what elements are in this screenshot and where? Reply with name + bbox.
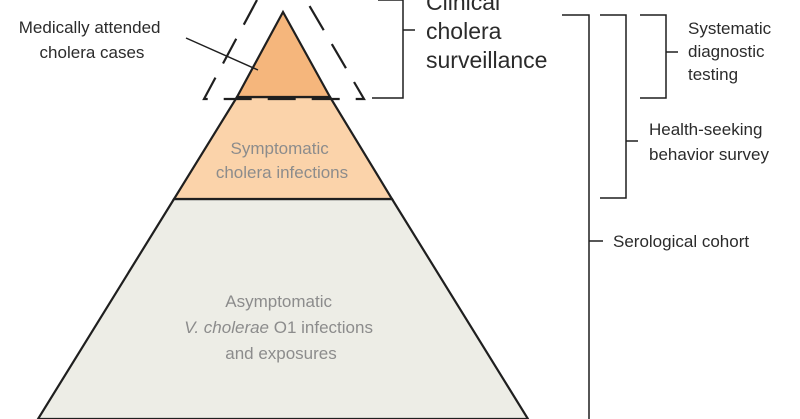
middle-tier-label: Symptomatic cholera infections <box>216 139 348 182</box>
sys-l2-line: diagnostic <box>688 42 765 61</box>
pyramid-top-tier <box>235 9 332 99</box>
base-line1: Asymptomatic <box>225 292 332 311</box>
health-seeking-label: Health-seeking behavior survey <box>649 120 770 164</box>
clinical-surveillance-label: Clinical cholera surveillance <box>426 0 547 73</box>
sys-l1-line: Systematic <box>688 19 772 38</box>
mid-l2-line: cholera infections <box>216 163 348 182</box>
cs-l2-line: cholera <box>426 18 502 44</box>
top-l2-line: cholera cases <box>40 43 145 62</box>
serological-cohort-label: Serological cohort <box>613 232 749 251</box>
hs-l2-line: behavior survey <box>649 145 770 164</box>
base-line2-italic: V. cholerae <box>184 318 269 337</box>
base-line2-rest: O1 infections <box>269 318 373 337</box>
hs-l1-line: Health-seeking <box>649 120 762 139</box>
clinical-surveillance-bracket <box>372 0 404 99</box>
sys-l3-line: testing <box>688 65 738 84</box>
systematic-testing-bracket <box>640 14 667 99</box>
base-line3: and exposures <box>225 344 337 363</box>
mid-l1-line: Symptomatic <box>231 139 330 158</box>
systematic-testing-label: Systematic diagnostic testing <box>688 19 776 84</box>
cs-l1-line: Clinical <box>426 0 500 15</box>
serological-cohort-bracket <box>562 14 590 419</box>
top-tier-leader-line <box>185 37 259 71</box>
top-l1-line: Medically attended <box>19 18 161 37</box>
cs-l3-line: surveillance <box>426 47 547 73</box>
top-tier-label: Medically attended cholera cases <box>19 18 166 62</box>
base-tier-label: Asymptomatic V. cholerae O1 infections a… <box>184 292 377 363</box>
health-seeking-bracket <box>600 14 627 199</box>
dashed-surveillance-outline <box>202 0 366 101</box>
